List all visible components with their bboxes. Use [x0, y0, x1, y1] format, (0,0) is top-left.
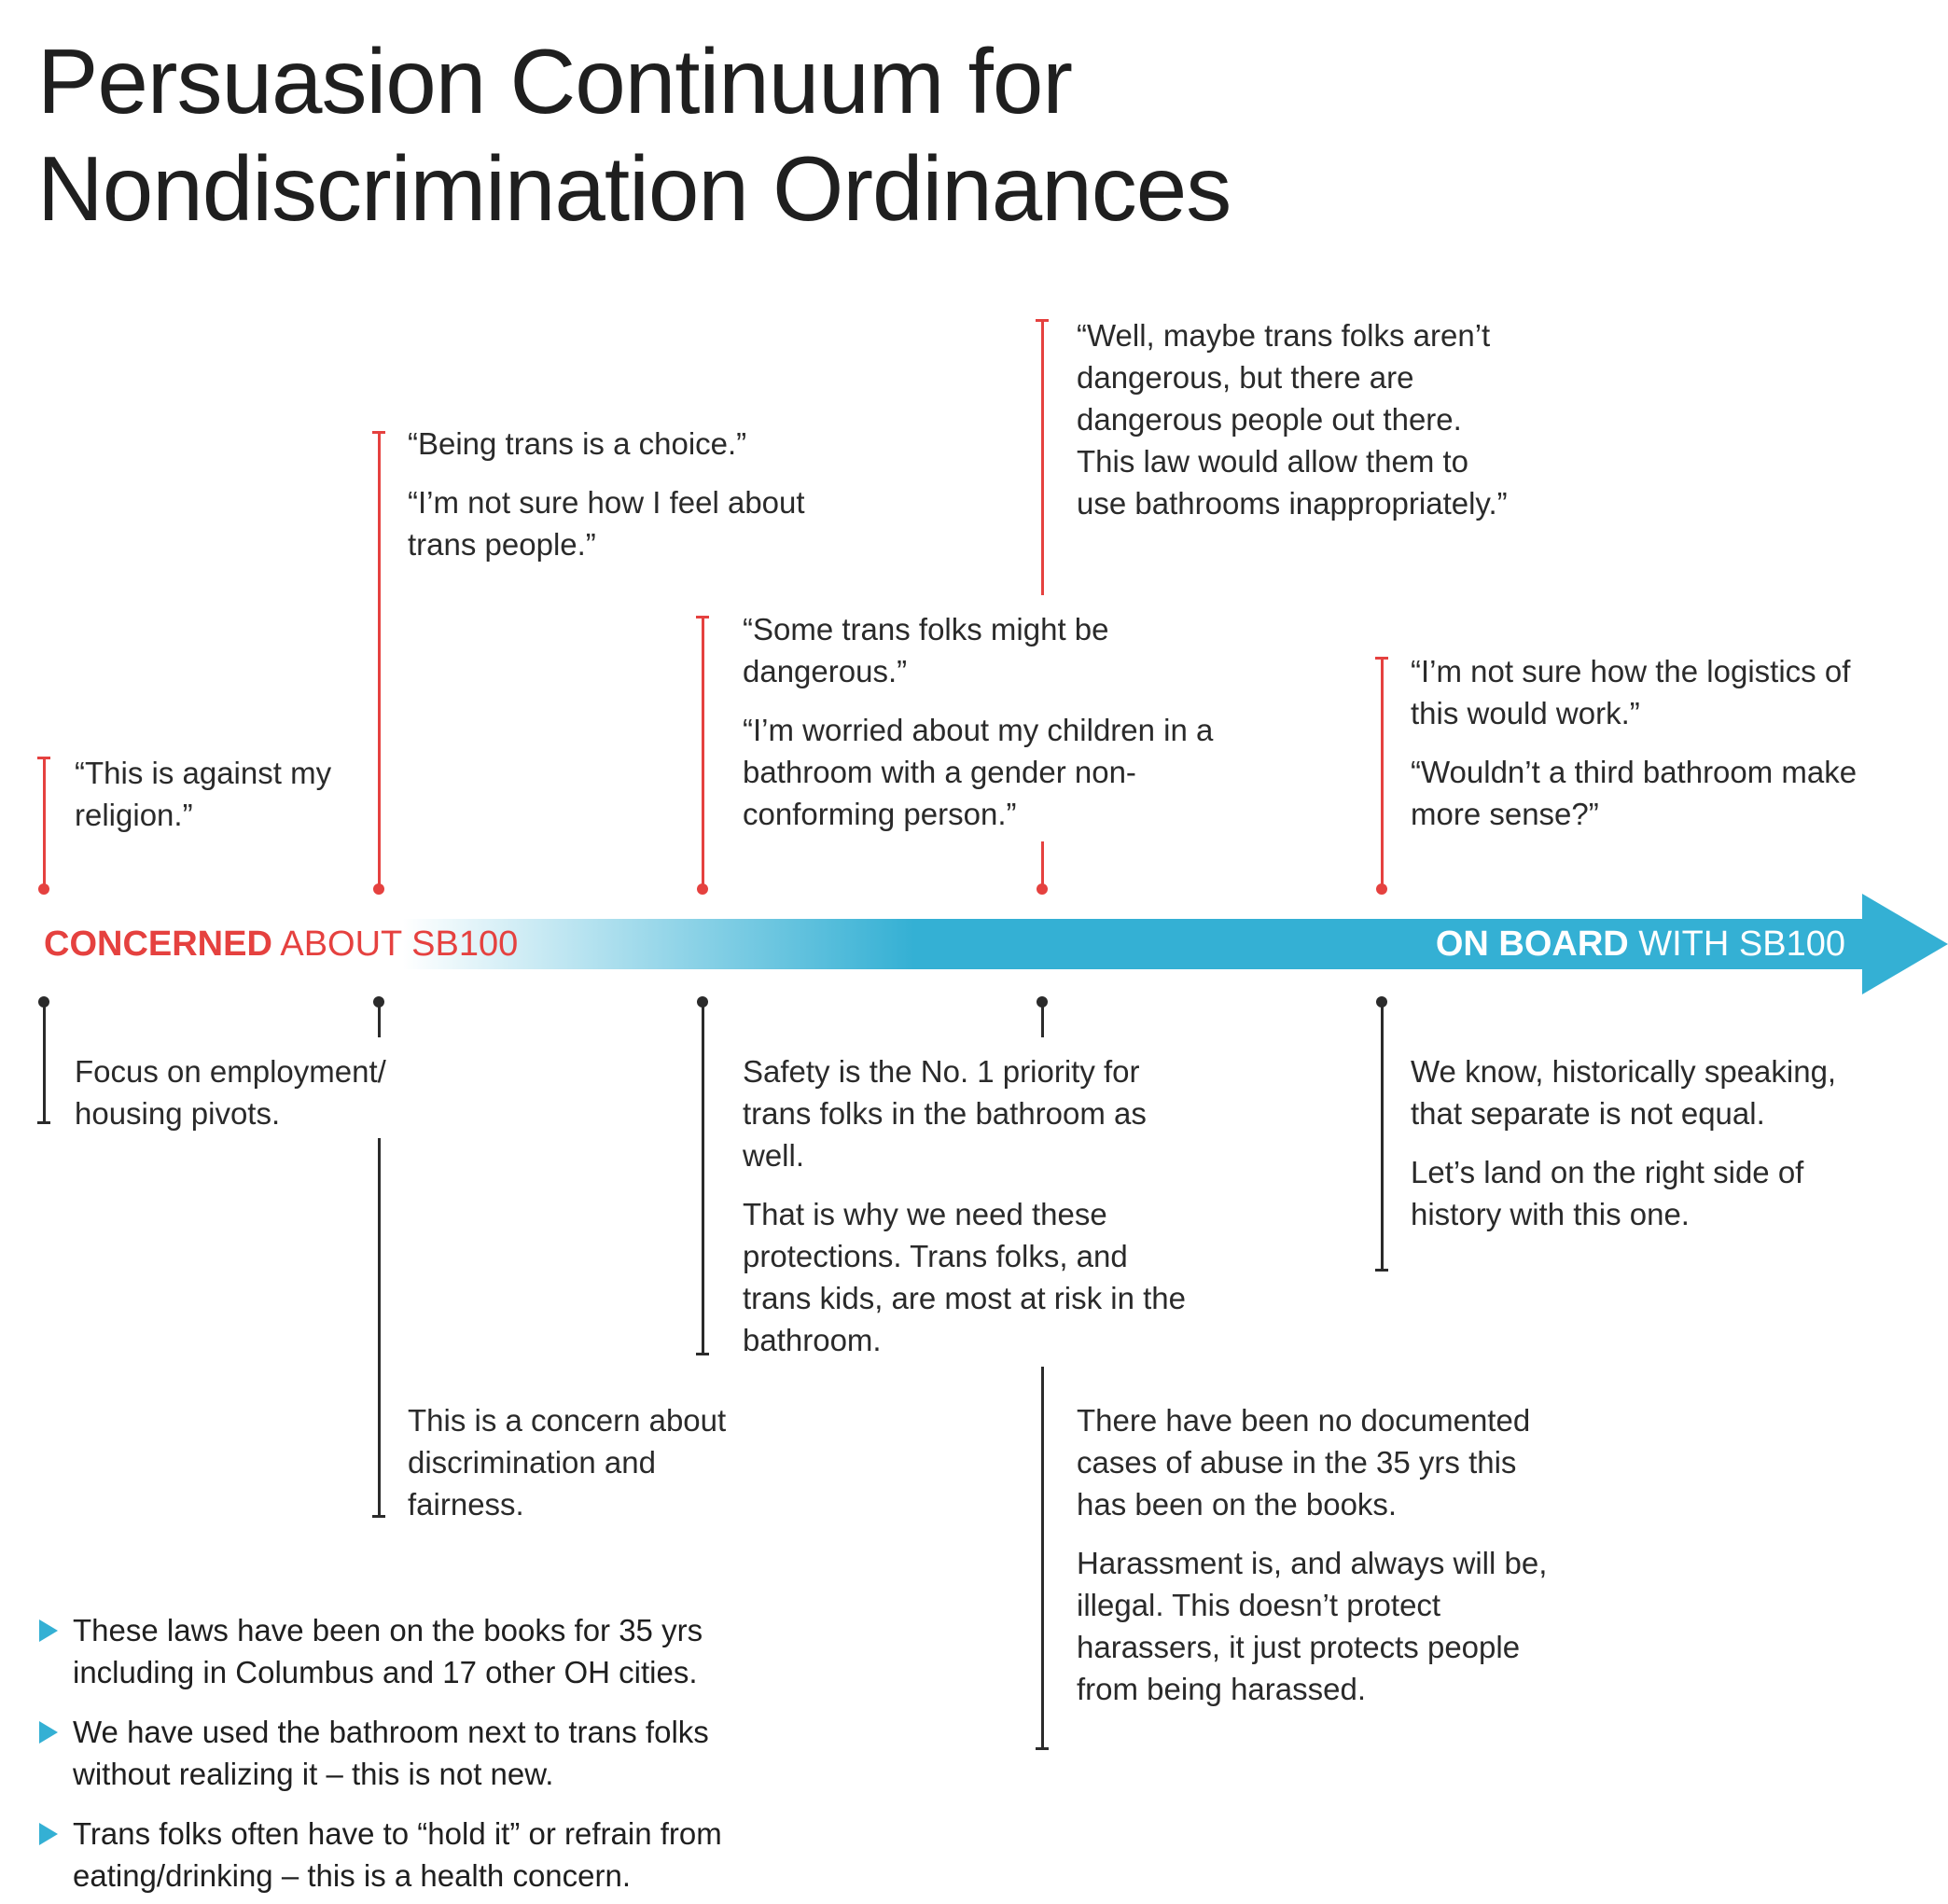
concern-5-quote: “I’m not sure how the logistics of this … — [1411, 650, 1886, 835]
page-title: Persuasion Continuum for Nondiscriminati… — [37, 28, 1231, 243]
response-2-tick — [372, 1515, 385, 1518]
concern-2-text-1: “Being trans is a choice.” — [408, 426, 747, 461]
response-3-text-2: That is why we need these protections. T… — [743, 1197, 1187, 1357]
concern-4-line-lower — [1041, 841, 1044, 889]
key-point-2-text: We have used the bathroom next to trans … — [73, 1715, 709, 1791]
concern-1-text-1: “This is against my religion.” — [75, 756, 332, 832]
concern-3-line — [702, 616, 704, 889]
response-5-text: We know, historically speaking, that sep… — [1411, 1050, 1877, 1235]
triangle-bullet-icon — [39, 1721, 58, 1744]
concern-2-line — [378, 431, 381, 889]
concern-5-text-2: “Wouldn’t a third bathroom make more sen… — [1411, 755, 1858, 831]
response-3-text-1: Safety is the No. 1 priority for trans f… — [743, 1054, 1147, 1173]
response-5-tick — [1375, 1269, 1388, 1272]
concern-1-line — [43, 757, 46, 889]
response-4-line-upper — [1041, 1000, 1044, 1037]
triangle-bullet-icon — [39, 1823, 58, 1845]
key-point-3-text: Trans folks often have to “hold it” or r… — [73, 1816, 722, 1893]
concern-2-dot — [373, 883, 384, 895]
response-2-text: This is a concern about discrimination a… — [408, 1399, 762, 1525]
response-2-line-lower — [378, 1138, 381, 1517]
triangle-bullet-icon — [39, 1619, 58, 1642]
concern-2-quote: “Being trans is a choice.” “I’m not sure… — [408, 423, 874, 565]
response-5-text-2: Let’s land on the right side of history … — [1411, 1155, 1804, 1231]
title-line-1: Persuasion Continuum for — [37, 30, 1073, 132]
concern-5-line — [1381, 657, 1384, 889]
response-3-line — [702, 1000, 704, 1355]
concerned-label-bold: CONCERNED — [44, 924, 272, 964]
response-4-text: There have been no documented cases of a… — [1077, 1399, 1552, 1710]
response-5-text-1: We know, historically speaking, that sep… — [1411, 1054, 1837, 1131]
title-line-2: Nondiscrimination Ordinances — [37, 137, 1231, 240]
continuum-arrow-body — [37, 919, 1864, 969]
onboard-label: ON BOARD WITH SB100 — [1436, 920, 1845, 968]
concern-3-dot — [697, 883, 708, 895]
response-4-tick — [1036, 1747, 1049, 1750]
concern-3-text-2: “I’m worried about my children in a bath… — [743, 713, 1214, 831]
concern-5-text-1: “I’m not sure how the logistics of this … — [1411, 654, 1851, 730]
concern-1-quote: “This is against my religion.” — [75, 752, 336, 836]
response-1-line — [43, 1000, 46, 1123]
response-2-line-upper — [378, 1000, 381, 1037]
concerned-label: CONCERNED ABOUT SB100 — [44, 920, 518, 968]
response-2-text-1: This is a concern about discrimination a… — [408, 1403, 727, 1522]
onboard-label-bold: ON BOARD — [1435, 924, 1629, 964]
concern-2-text-2: “I’m not sure how I feel about trans peo… — [408, 485, 805, 562]
concern-5-dot — [1376, 883, 1387, 895]
key-point-1-text: These laws have been on the books for 35… — [73, 1613, 703, 1689]
response-3-tick — [696, 1353, 709, 1355]
key-point-1: These laws have been on the books for 35… — [37, 1609, 812, 1693]
response-4-text-2: Harassment is, and always will be, illeg… — [1077, 1546, 1548, 1706]
response-1-text-1: Focus on employment/ housing pivots. — [75, 1054, 386, 1131]
concern-4-dot — [1037, 883, 1048, 895]
response-4-line-lower — [1041, 1367, 1044, 1749]
key-point-3: Trans folks often have to “hold it” or r… — [37, 1813, 812, 1897]
concern-3-quote: “Some trans folks might be dangerous.” “… — [743, 608, 1218, 835]
concern-1-dot — [38, 883, 49, 895]
concern-4-text-1: “Well, maybe trans folks aren’t dangerou… — [1077, 318, 1508, 521]
response-1-text: Focus on employment/ housing pivots. — [75, 1050, 448, 1134]
response-5-line — [1381, 1000, 1384, 1271]
concern-3-text-1: “Some trans folks might be dangerous.” — [743, 612, 1109, 688]
concern-4-quote: “Well, maybe trans folks aren’t dangerou… — [1077, 314, 1515, 524]
concern-4-line-upper — [1041, 319, 1044, 595]
continuum-arrow-head — [1862, 894, 1948, 994]
response-1-tick — [37, 1121, 50, 1124]
response-4-text-1: There have been no documented cases of a… — [1077, 1403, 1531, 1522]
key-point-2: We have used the bathroom next to trans … — [37, 1711, 812, 1795]
key-points-list: These laws have been on the books for 35… — [37, 1609, 812, 1904]
concerned-label-rest: ABOUT SB100 — [271, 924, 519, 964]
response-3-text: Safety is the No. 1 priority for trans f… — [743, 1050, 1190, 1361]
onboard-label-rest: WITH SB100 — [1628, 924, 1845, 964]
